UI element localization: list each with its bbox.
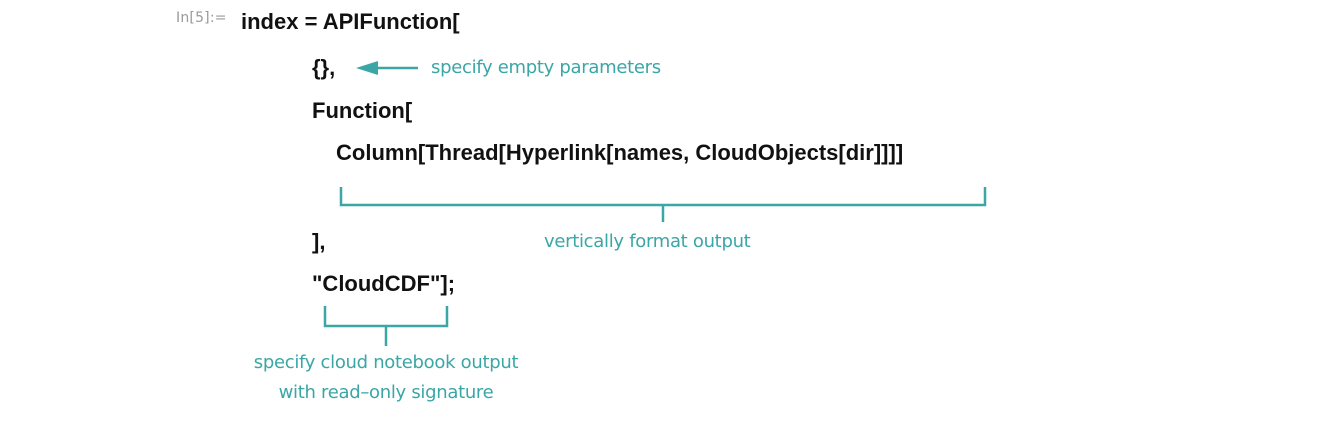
bracket-cloudcdf bbox=[323, 306, 449, 346]
code-line-index-assignment: index = APIFunction[ bbox=[241, 9, 460, 34]
code-line-function: Function[ bbox=[312, 98, 413, 123]
bracket-vertical-format bbox=[339, 187, 987, 222]
annotation-cloud-notebook-line2: with read–only signature bbox=[278, 382, 494, 403]
annotation-empty-parameters: specify empty parameters bbox=[431, 57, 661, 78]
code-line-close-function: ], bbox=[312, 229, 326, 254]
code-line-empty-parameters: {}, bbox=[312, 55, 336, 80]
code-line-cloudcdf: "CloudCDF"]; bbox=[312, 271, 456, 296]
cell-input-label: In[5]:= bbox=[176, 10, 227, 26]
code-line-column-thread: Column[Thread[Hyperlink[names, CloudObje… bbox=[336, 140, 904, 165]
annotation-vertical-format: vertically format output bbox=[544, 231, 751, 252]
arrow-left-icon bbox=[356, 61, 418, 75]
annotation-cloud-notebook-line1: specify cloud notebook output bbox=[253, 352, 519, 373]
